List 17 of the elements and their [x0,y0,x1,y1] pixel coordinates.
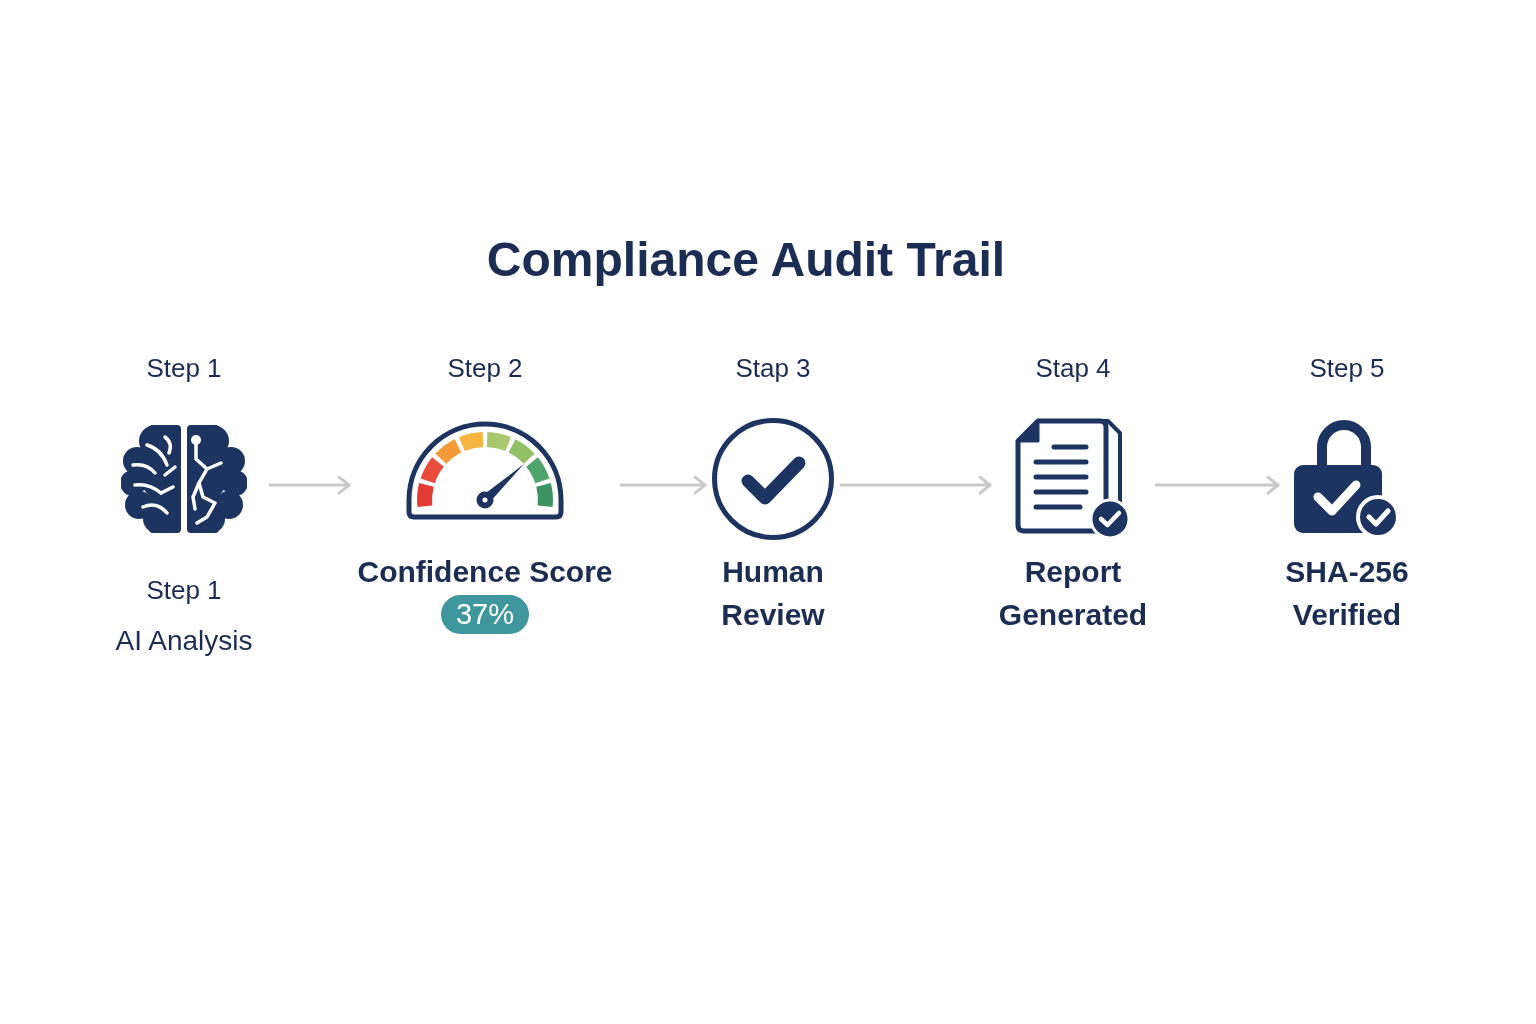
percentage-badge: 37% [441,595,529,634]
arrow [619,475,707,495]
arrow [839,475,992,495]
step-label: Step 1 [146,574,222,607]
step-label: Step 2 [447,352,523,385]
step-label: Stap 4 [1035,352,1111,385]
arrow [1154,475,1280,495]
step-title: SHA-256 Verified [1284,554,1410,633]
step-label: Step 5 [1309,352,1385,385]
step-label: Step 1 [146,352,222,385]
step-title: Confidence Score [357,554,613,590]
arrow [268,475,351,495]
step-label: Stap 3 [735,352,811,385]
step-title: Human Review [720,554,826,633]
step-title: AI Analysis [115,624,253,658]
diagram-title: Compliance Audit Trail [485,232,1007,288]
step-title: Report Generated [997,554,1149,633]
